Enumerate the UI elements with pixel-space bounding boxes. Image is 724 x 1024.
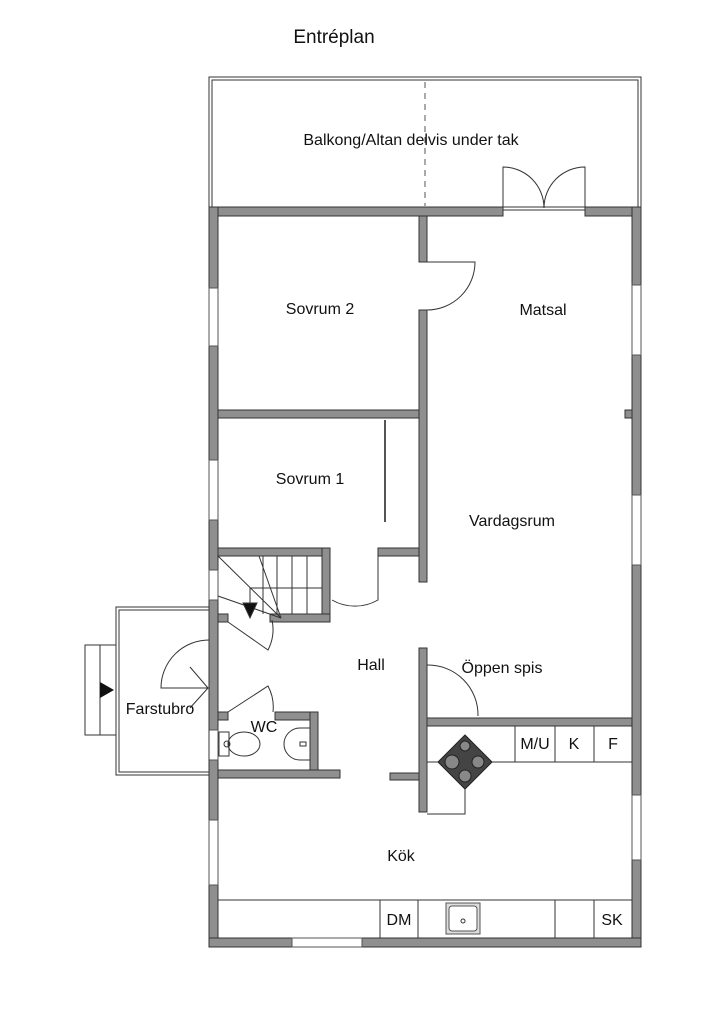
room-label-wc: WC — [251, 719, 278, 736]
plan-title: Entréplan — [293, 27, 374, 48]
appliance-dishwasher: DM — [387, 912, 412, 929]
interior-walls — [217, 215, 633, 813]
room-label-kitchen: Kök — [387, 848, 416, 865]
appliance-freezer: F — [608, 736, 618, 753]
room-label-hall: Hall — [357, 657, 385, 674]
balcony-door — [502, 166, 586, 210]
room-label-dining: Matsal — [519, 302, 566, 319]
appliance-microwave: M/U — [520, 736, 549, 753]
room-label-balcony: Balkong/Altan delvis under tak — [303, 132, 519, 149]
room-label-bedroom2: Sovrum 2 — [286, 301, 355, 318]
balcony: Balkong/Altan delvis under tak — [208, 76, 642, 211]
room-label-fireplace: Öppen spis — [462, 659, 543, 677]
room-label-bedroom1: Sovrum 1 — [276, 471, 345, 488]
stove — [437, 734, 493, 790]
kitchen-counter-bottom — [218, 899, 632, 938]
room-label-living: Vardagsrum — [469, 513, 555, 530]
appliance-cabinet: SK — [601, 912, 623, 929]
windows — [208, 284, 642, 948]
porch: Farstubro — [84, 606, 210, 776]
staircase — [217, 555, 322, 620]
wc-fixtures — [218, 727, 310, 761]
appliance-fridge: K — [569, 736, 580, 753]
room-label-porch: Farstubro — [126, 701, 195, 718]
interior-doors — [160, 261, 479, 717]
